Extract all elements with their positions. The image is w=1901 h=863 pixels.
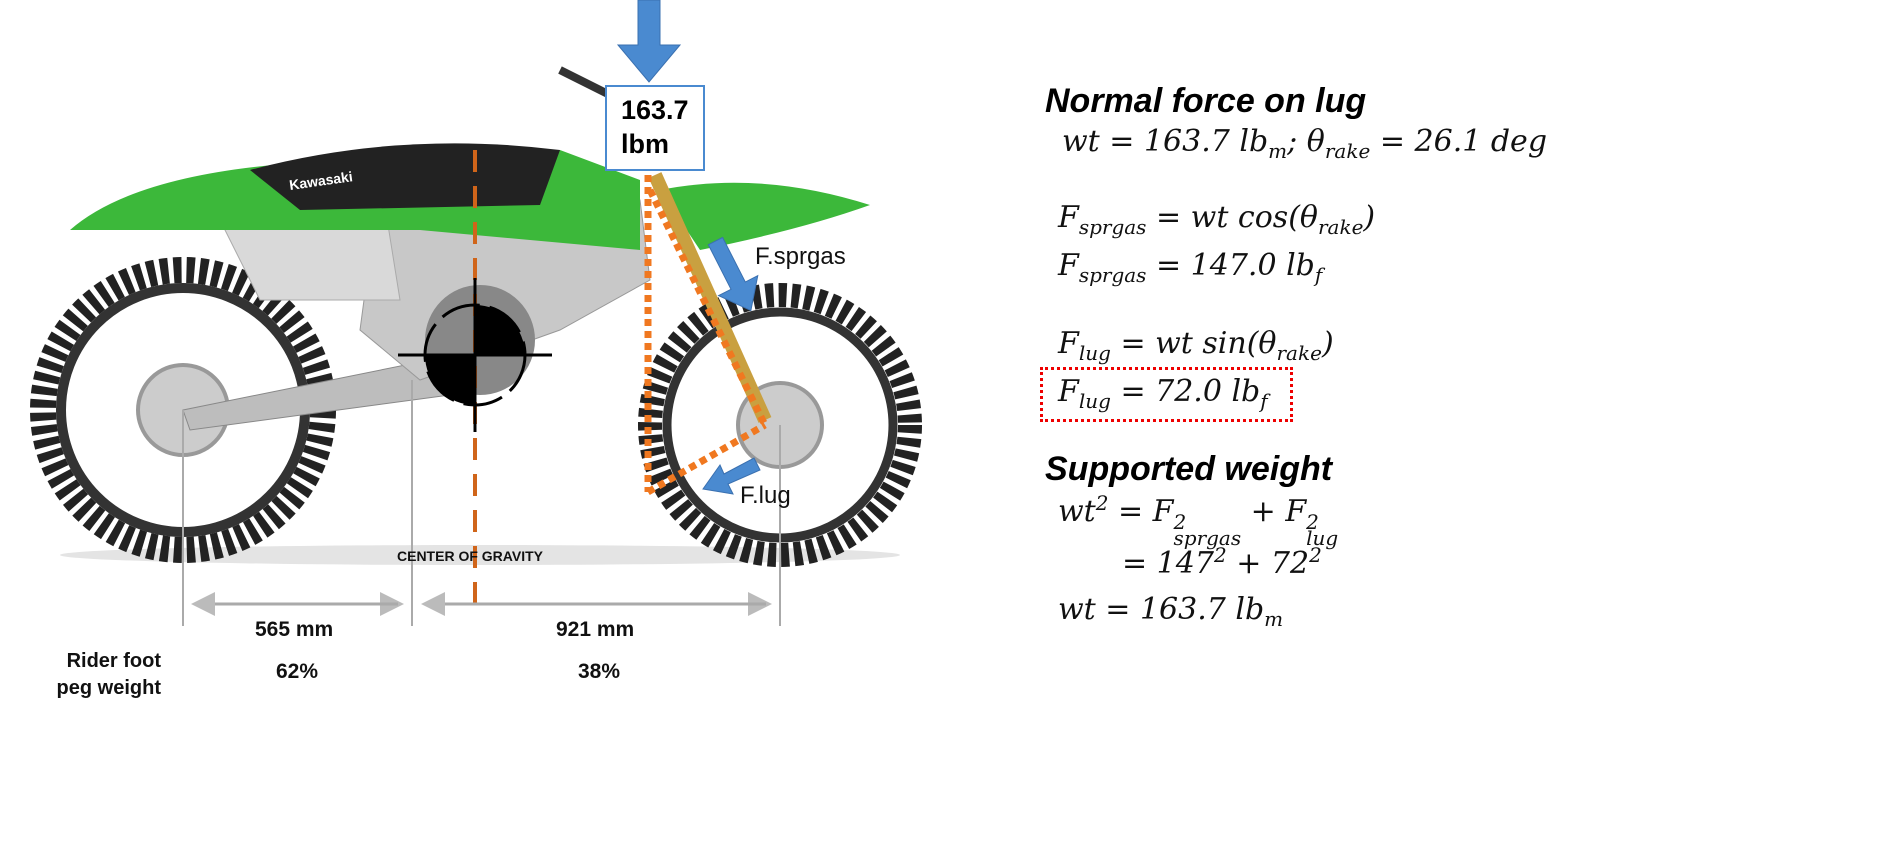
rear-distance-label: 565 mm [255, 618, 334, 641]
f-lug-arrow-icon [702, 457, 761, 495]
f-sprgas-arrow-icon [707, 236, 759, 312]
equation-given: wt = 163.7 lbm; θrake = 26.1 deg [1062, 124, 1548, 163]
equation-flug-value: Flug = 72.0 lbf [1058, 374, 1268, 413]
front-distance-label: 921 mm [556, 618, 635, 641]
highlight-box [1040, 367, 1293, 422]
equation-result: wt = 163.7 lbm [1058, 592, 1284, 631]
equation-fsprgas-formula: Fsprgas = wt cos(θrake) [1058, 200, 1376, 239]
equation-substituted: = 1472 + 722 [1122, 543, 1322, 581]
heading-normal-force: Normal force on lug [1045, 82, 1367, 120]
equation-flug-formula: Flug = wt sin(θrake) [1058, 326, 1334, 365]
row-label-line2: peg weight [56, 677, 161, 699]
rear-percent-label: 62% [276, 660, 319, 683]
dimension-lines [182, 380, 781, 626]
f-sprgas-label: F.sprgas [755, 243, 846, 270]
weight-box: 163.7 lbm [605, 85, 705, 171]
weight-unit: lbm [621, 129, 670, 159]
f-lug-label: F.lug [740, 482, 791, 509]
ground-shadow [60, 545, 900, 565]
heading-supported-weight: Supported weight [1045, 450, 1333, 488]
weight-value: 163.7 [621, 95, 689, 125]
center-of-gravity-marker [398, 278, 552, 432]
row-label-line1: Rider foot [66, 650, 161, 672]
center-of-gravity-label: CENTER OF GRAVITY [397, 548, 543, 564]
row-label: Rider foot peg weight [53, 648, 161, 702]
weight-arrow-icon [616, 0, 682, 83]
force-triangle [644, 175, 769, 496]
equation-fsprgas-value: Fsprgas = 147.0 lbf [1058, 248, 1323, 287]
front-percent-label: 38% [578, 660, 621, 683]
